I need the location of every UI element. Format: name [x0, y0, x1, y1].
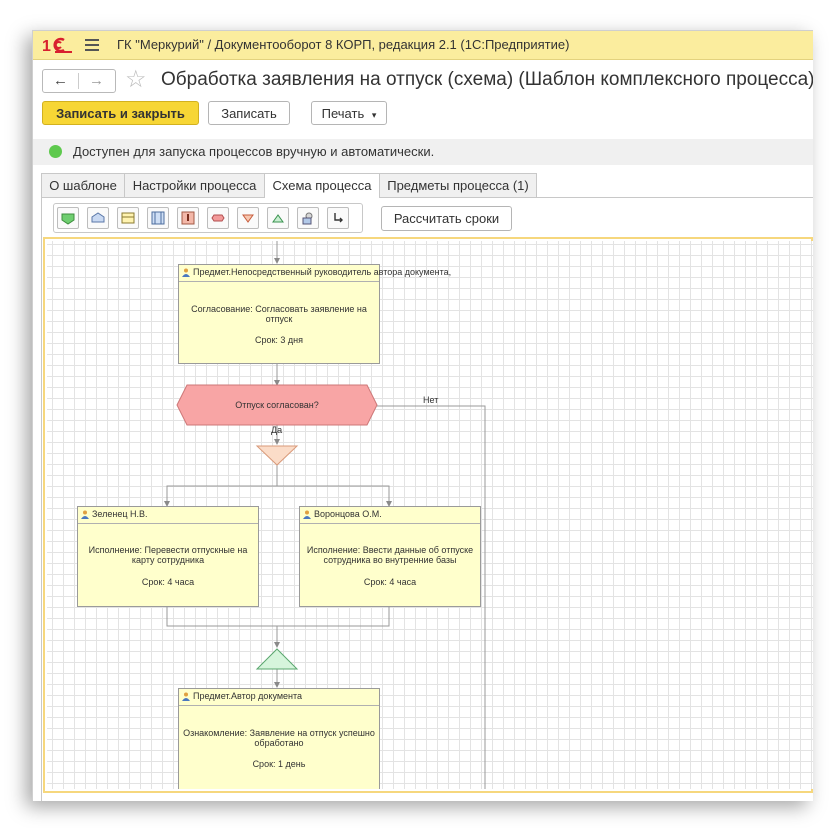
scheme-toolbar — [53, 203, 363, 233]
condition-icon[interactable] — [207, 207, 229, 229]
due-text: Срок: 3 дня — [254, 335, 304, 345]
task-text: Исполнение: Перевести отпускные на карту… — [88, 545, 248, 565]
execution-task-node-2[interactable]: Воронцова О.М. Исполнение: Ввести данные… — [299, 506, 481, 607]
performer-label: Воронцова О.М. — [314, 509, 382, 519]
task-text: Исполнение: Ввести данные об отпуске сот… — [306, 545, 474, 565]
end-icon[interactable] — [87, 207, 109, 229]
node-header: Предмет.Автор документа — [179, 689, 379, 706]
due-text: Срок: 1 день — [252, 759, 306, 769]
condition-label: Отпуск согласован? — [235, 400, 319, 410]
task-text: Согласование: Согласовать заявление на о… — [191, 304, 367, 324]
print-button-label: Печать — [321, 106, 365, 121]
back-arrow-icon[interactable]: ← — [53, 72, 68, 89]
connection-lines — [164, 241, 486, 789]
node-header: Предмет.Непосредственный руководитель ав… — [179, 265, 451, 282]
user-icon — [81, 510, 89, 519]
condition-shape[interactable] — [176, 384, 378, 426]
document-title: Обработка заявления на отпуск (схема) (Ш… — [161, 69, 813, 90]
user-icon — [303, 510, 311, 519]
status-text: Доступен для запуска процессов вручную и… — [73, 144, 435, 159]
app-window: 1 ГК "Меркурий" / Документооборот 8 КОРП… — [32, 30, 813, 801]
node-header: Воронцова О.М. — [300, 507, 480, 524]
app-title: ГК "Меркурий" / Документооборот 8 КОРП, … — [117, 37, 570, 52]
familiarization-task-node[interactable]: Предмет.Автор документа Ознакомление: За… — [178, 688, 380, 789]
action-icon[interactable] — [117, 207, 139, 229]
favorite-star-icon[interactable]: ☆ — [125, 66, 147, 93]
1c-logo-icon: 1 — [42, 37, 72, 55]
save-button[interactable]: Записать — [208, 101, 290, 125]
tabs-divider — [41, 197, 813, 198]
tab-process-settings[interactable]: Настройки процесса — [124, 173, 265, 197]
status-bar: Доступен для запуска процессов вручную и… — [33, 139, 813, 165]
tab-about-template[interactable]: О шаблоне — [41, 173, 125, 197]
start-icon[interactable] — [57, 207, 79, 229]
nav-divider — [78, 73, 79, 89]
print-button[interactable]: Печать ▾ — [311, 101, 387, 125]
tab-process-subjects[interactable]: Предметы процесса (1) — [379, 173, 537, 197]
forward-arrow-icon[interactable]: → — [89, 72, 104, 89]
dropdown-arrow-icon: ▾ — [371, 110, 377, 120]
condition-no-label: Нет — [423, 395, 439, 405]
split-node[interactable] — [255, 445, 299, 466]
user-icon — [182, 692, 190, 701]
node-header: Зеленец Н.В. — [78, 507, 258, 524]
processing-icon[interactable] — [297, 207, 319, 229]
condition-yes-label: Да — [271, 425, 283, 435]
task-text: Ознакомление: Заявление на отпуск успешн… — [183, 728, 375, 748]
tab-process-scheme[interactable]: Схема процесса — [264, 173, 380, 198]
calculate-deadlines-button[interactable]: Рассчитать сроки — [381, 206, 512, 231]
execution-task-node-1[interactable]: Зеленец Н.В. Исполнение: Перевести отпус… — [77, 506, 259, 607]
step-icon[interactable] — [177, 207, 199, 229]
join-icon[interactable] — [267, 207, 289, 229]
svg-text:1: 1 — [42, 38, 51, 55]
split-icon[interactable] — [237, 207, 259, 229]
menu-icon[interactable] — [85, 39, 99, 51]
title-bar: 1 ГК "Меркурий" / Документооборот 8 КОРП… — [33, 31, 813, 60]
user-icon — [182, 268, 190, 277]
status-indicator-icon — [49, 145, 62, 158]
scheme-panel — [41, 197, 813, 801]
join-node[interactable] — [255, 648, 299, 670]
connector-icon[interactable] — [327, 207, 349, 229]
performer-label: Предмет.Непосредственный руководитель ав… — [193, 267, 452, 277]
process-scheme-canvas[interactable]: Предмет.Непосредственный руководитель ав… — [47, 241, 813, 789]
due-text: Срок: 4 часа — [363, 577, 417, 587]
performer-label: Предмет.Автор документа — [193, 691, 303, 701]
approval-task-node[interactable]: Предмет.Непосредственный руководитель ав… — [178, 264, 451, 364]
subprocess-icon[interactable] — [147, 207, 169, 229]
save-and-close-button[interactable]: Записать и закрыть — [42, 101, 199, 125]
due-text: Срок: 4 часа — [141, 577, 195, 587]
performer-label: Зеленец Н.В. — [92, 509, 148, 519]
nav-buttons: ← → — [42, 69, 116, 93]
